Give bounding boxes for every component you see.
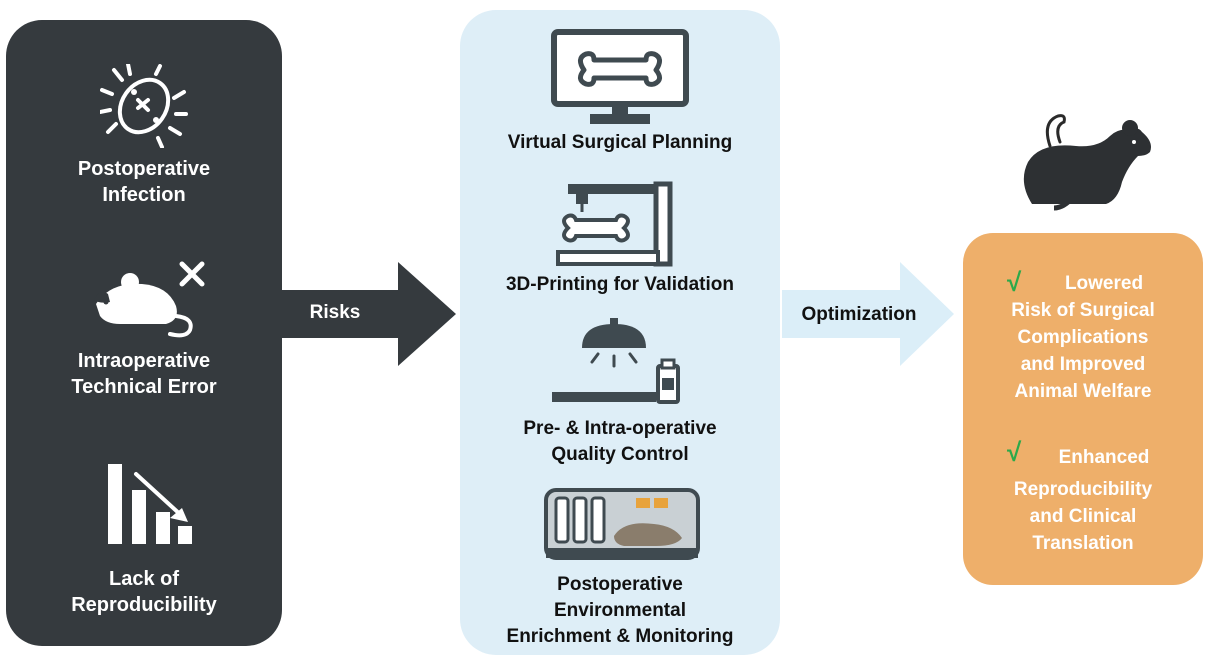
risk-label-technical-error: Intraoperative Technical Error	[71, 350, 217, 398]
bacteria-icon	[100, 64, 188, 148]
outcome-line: and Clinical	[1029, 506, 1137, 527]
risk-label-reproducibility: Lack of Reproducibility	[71, 568, 217, 616]
mouse-silhouette-icon	[1023, 114, 1151, 211]
measure-label-postoperative: Postoperative Environmental Enrichment &…	[506, 574, 734, 647]
measure-panel: Virtual Surgical Planning 3D-Printing fo…	[460, 10, 780, 655]
outcome-line: Animal Welfare	[1014, 381, 1152, 402]
risks-arrow	[282, 262, 456, 366]
risk-label-infection: Postoperative Infection	[77, 158, 211, 206]
surgical-lamp-icon	[552, 318, 680, 404]
risk-panel: Postoperative Infection Intraoperative T…	[6, 20, 282, 646]
outcome-line: Enhanced	[1058, 447, 1150, 468]
monitor-bone-icon	[551, 29, 689, 124]
declining-bar-chart-icon	[108, 464, 192, 544]
measure-label-3d-printing: 3D-Printing for Validation	[505, 274, 734, 295]
risks-arrow-label: Risks	[309, 302, 361, 323]
outcome-line: Reproducibility	[1013, 479, 1153, 500]
measure-label-virtual-planning: Virtual Surgical Planning	[507, 132, 733, 153]
outcome-line: and Improved	[1020, 354, 1146, 375]
outcome-line: Translation	[1032, 533, 1134, 554]
mouse-error-icon	[94, 261, 205, 338]
outcome-line: Risk of Surgical	[1011, 300, 1155, 321]
check-icon: √	[1007, 267, 1022, 297]
optimization-arrow	[782, 262, 954, 366]
outcome-line: Complications	[1017, 327, 1149, 348]
cage-mouse-icon	[544, 488, 700, 560]
3d-printer-bone-icon	[556, 181, 673, 267]
optimization-arrow-label: Optimization	[801, 304, 917, 325]
outcome-line: Lowered	[1064, 273, 1144, 294]
measure-label-quality-control: Pre- & Intra-operative Quality Control	[523, 418, 717, 465]
outcome-panel: √ Lowered Risk of Surgical Complications…	[963, 233, 1203, 585]
check-icon: √	[1007, 437, 1022, 467]
